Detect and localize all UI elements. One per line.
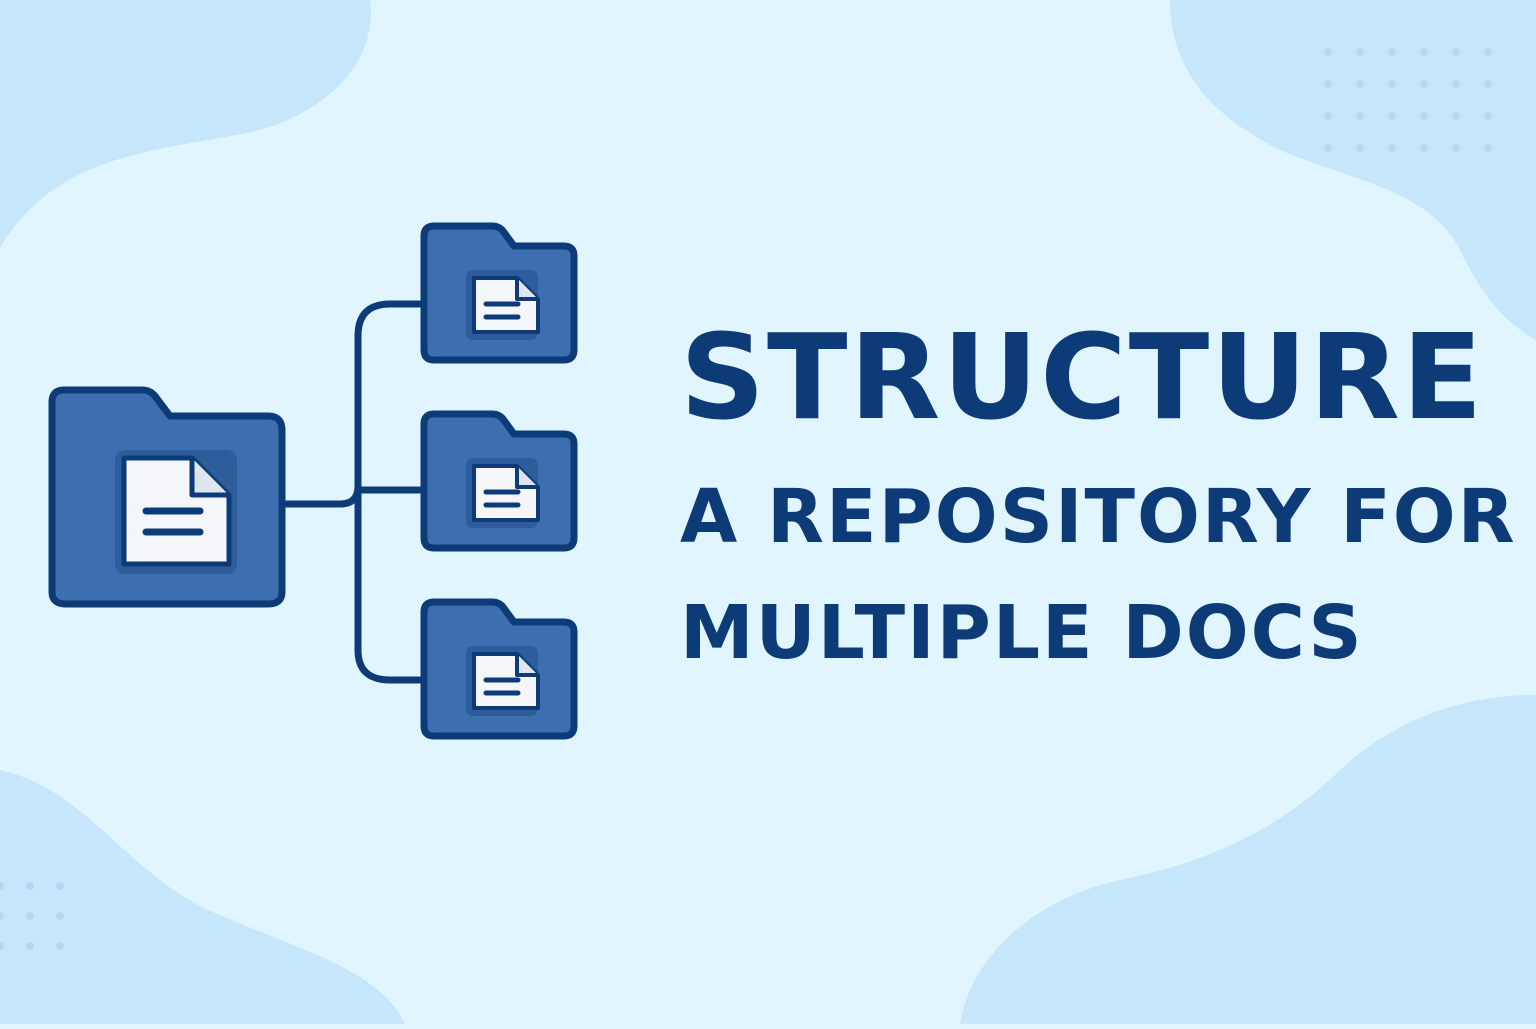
decor-dot — [56, 942, 64, 950]
blob-bottom-right — [960, 695, 1536, 1024]
decor-dot — [1356, 112, 1364, 120]
title-line-1: STRUCTURE — [680, 308, 1485, 446]
decor-dot — [1452, 144, 1460, 152]
decor-dot — [1484, 144, 1492, 152]
decor-dot — [1388, 144, 1396, 152]
decor-dot — [1324, 112, 1332, 120]
blob-top-right — [1170, 0, 1536, 340]
decor-dot — [0, 882, 4, 890]
title-line-3: MULTIPLE DOCS — [680, 590, 1364, 676]
decor-dot — [1324, 80, 1332, 88]
blob-bottom-left — [0, 770, 405, 1024]
decor-dot — [1324, 48, 1332, 56]
decor-dot — [1484, 112, 1492, 120]
title-block: STRUCTURE A REPOSITORY FOR MULTIPLE DOCS — [680, 308, 1517, 676]
decor-dot — [1452, 112, 1460, 120]
decor-dot — [1452, 48, 1460, 56]
decor-dot — [1420, 48, 1428, 56]
decor-dot — [0, 942, 4, 950]
decor-dot — [1452, 80, 1460, 88]
decor-dot — [1356, 48, 1364, 56]
connector-root-trunk — [280, 482, 362, 508]
decor-dot — [1420, 144, 1428, 152]
decor-dot — [1484, 80, 1492, 88]
decor-dot — [1484, 48, 1492, 56]
dot-grid-top-right — [1324, 48, 1492, 152]
document-fold — [189, 458, 229, 498]
child-folder-3 — [420, 598, 578, 740]
blob-top-left — [0, 0, 371, 250]
decor-dot — [1388, 48, 1396, 56]
decor-dot — [1420, 80, 1428, 88]
decor-dot — [26, 942, 34, 950]
decor-dot — [1388, 80, 1396, 88]
decor-dot — [26, 912, 34, 920]
document-fold — [515, 278, 538, 301]
decor-dot — [56, 912, 64, 920]
decor-dot — [1420, 112, 1428, 120]
child-folder-2 — [420, 410, 578, 552]
decor-dot — [1356, 144, 1364, 152]
decor-dot — [26, 882, 34, 890]
decor-dot — [0, 912, 4, 920]
tree-connectors — [280, 300, 428, 684]
connector-child-1 — [354, 300, 428, 340]
document-fold — [515, 654, 538, 677]
dot-grid-bottom-left — [0, 882, 64, 950]
title-line-2: A REPOSITORY FOR — [680, 474, 1517, 560]
decor-dot — [1356, 80, 1364, 88]
decor-dot — [1324, 144, 1332, 152]
connector-child-3 — [354, 646, 428, 684]
document-fold — [515, 466, 538, 489]
decor-dot — [56, 882, 64, 890]
decor-dot — [1388, 112, 1396, 120]
child-folder-1 — [420, 222, 578, 364]
root-folder — [48, 386, 286, 608]
